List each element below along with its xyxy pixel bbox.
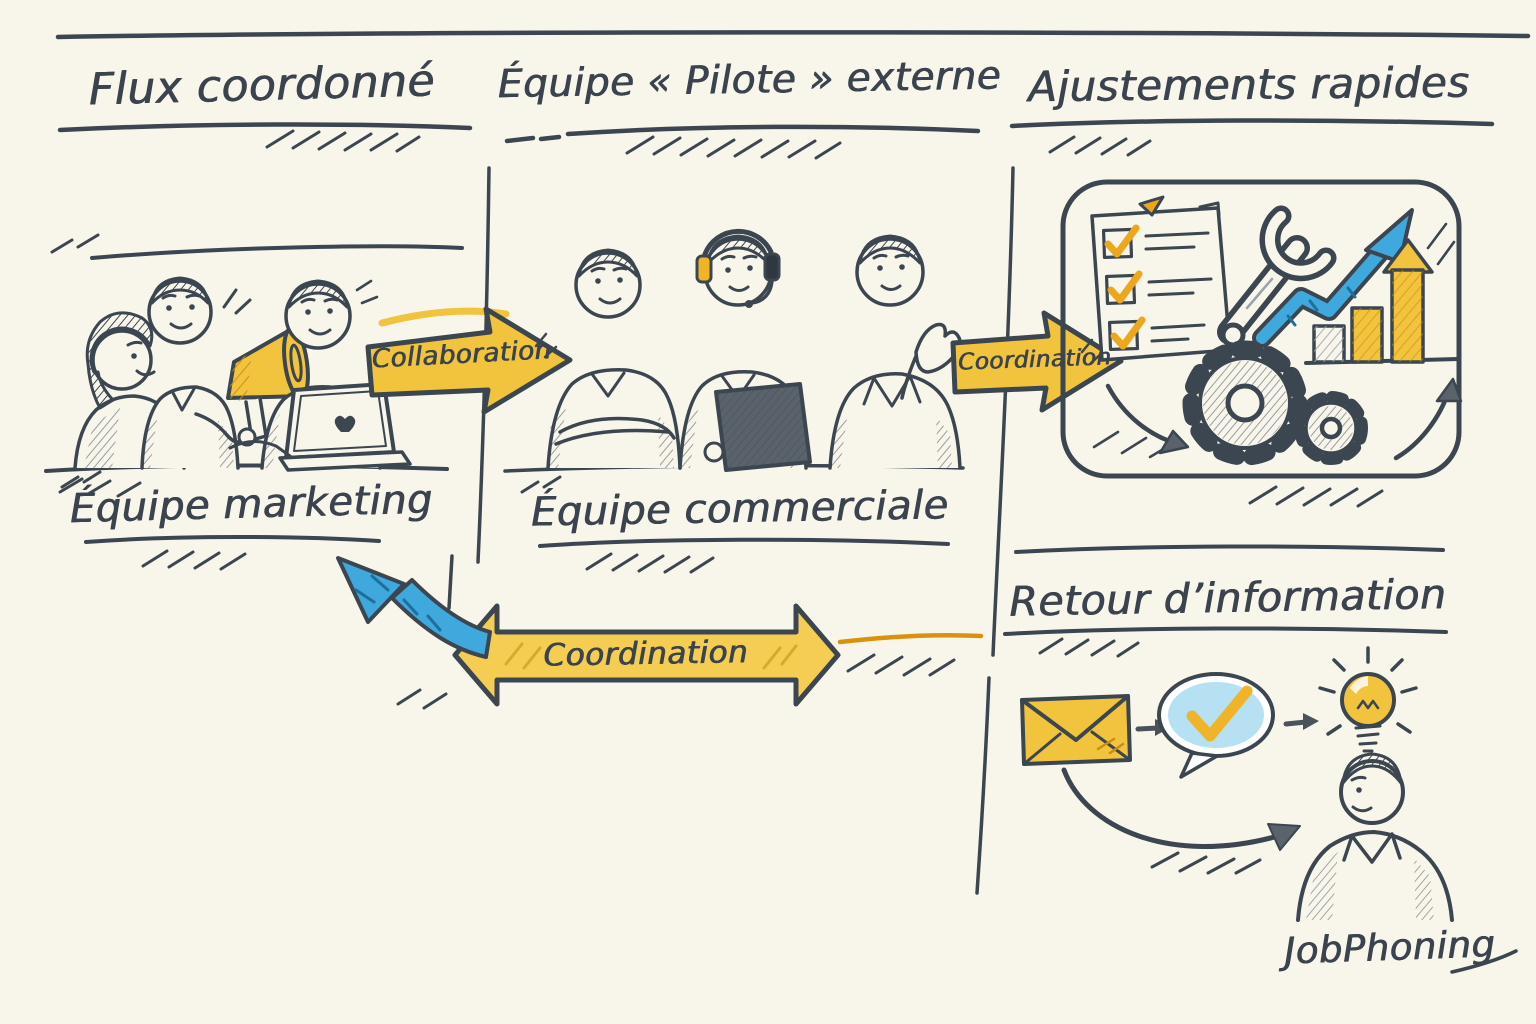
commerciale-team-label: Équipe commerciale — [530, 482, 950, 536]
commerciale-label-underline — [538, 537, 950, 548]
marketing-team-illustration — [44, 233, 464, 498]
pilote-title: Équipe « Pilote » externe — [497, 53, 1002, 108]
gears-icon — [1182, 340, 1368, 466]
gesturing-hand — [914, 322, 962, 374]
checklist-icon — [1090, 195, 1232, 362]
ajustements-title: Ajustements rapides — [1028, 57, 1470, 112]
coordination-double-arrow — [452, 603, 841, 707]
pilote-title-hatch — [625, 135, 842, 160]
retour-title-underline — [1003, 626, 1448, 636]
lightbulb-icon — [1318, 646, 1418, 753]
logo-flourish — [1450, 949, 1518, 974]
feedback-blue-arrow — [336, 556, 492, 659]
marketing-frame-lines — [44, 244, 464, 473]
divider-ajustements-retour — [1014, 544, 1445, 554]
envelope-icon — [1020, 694, 1132, 766]
flow-arrow-2 — [1283, 713, 1319, 730]
adjustments-illustration — [1060, 179, 1463, 479]
coordination-bottom-arrow-label: Coordination — [543, 634, 749, 674]
marketing-frame-hatch — [50, 233, 142, 498]
cycle-arrows — [1105, 377, 1463, 461]
laptop-heart — [334, 415, 356, 432]
tablet-icon — [703, 382, 812, 472]
marketing-label-underline — [84, 535, 381, 544]
ajustements-title-hatch — [1048, 135, 1152, 157]
marketing-team-label: Équipe marketing — [69, 476, 434, 533]
flux-title-underline — [57, 122, 473, 133]
sales-agent-headset — [678, 228, 812, 472]
panel-frame-lines — [55, 30, 1531, 895]
pilote-title-underline — [504, 124, 981, 144]
feedback-illustration — [1020, 646, 1454, 922]
bar-chart-icon — [1304, 238, 1460, 365]
top-border-line — [55, 30, 1531, 40]
feedback-person — [1296, 752, 1454, 922]
retour-title-hatch — [1038, 485, 1384, 658]
marketing-man-megaphone — [140, 276, 252, 470]
jobphoning-logo: JobPhoning — [1283, 922, 1497, 973]
orange-underline — [837, 633, 984, 645]
marketing-label-hatch — [60, 470, 247, 571]
coordination-right-arrow-label: Coordination — [957, 344, 1113, 376]
wrench-icon — [1217, 205, 1337, 348]
coordination-arrow-right — [950, 310, 1124, 413]
coordination-hatch — [396, 653, 956, 710]
ajustements-title-underline — [1009, 118, 1495, 129]
coordination-bottom-group — [336, 556, 984, 710]
adjustments-frame — [1060, 179, 1462, 479]
title-underlines — [57, 118, 1495, 658]
laptop-icon — [228, 382, 412, 472]
adjustments-frame-hatch — [1092, 222, 1456, 459]
sales-man-gesturing — [828, 234, 962, 470]
retour-title: Retour d’information — [1009, 570, 1447, 626]
divider-pilote-ajustements — [975, 166, 1015, 895]
commerciale-label-hatch — [520, 475, 715, 574]
speech-bubble-check-icon — [1157, 672, 1275, 779]
collaboration-arrow — [365, 306, 573, 415]
sales-man-crossed-arms — [546, 248, 682, 470]
megaphone-sound-lines — [222, 288, 252, 315]
sales-team-illustration — [503, 228, 965, 473]
headset-icon — [695, 228, 781, 308]
feedback-curve-arrow — [1061, 767, 1301, 875]
flux-title-hatch — [265, 129, 421, 153]
